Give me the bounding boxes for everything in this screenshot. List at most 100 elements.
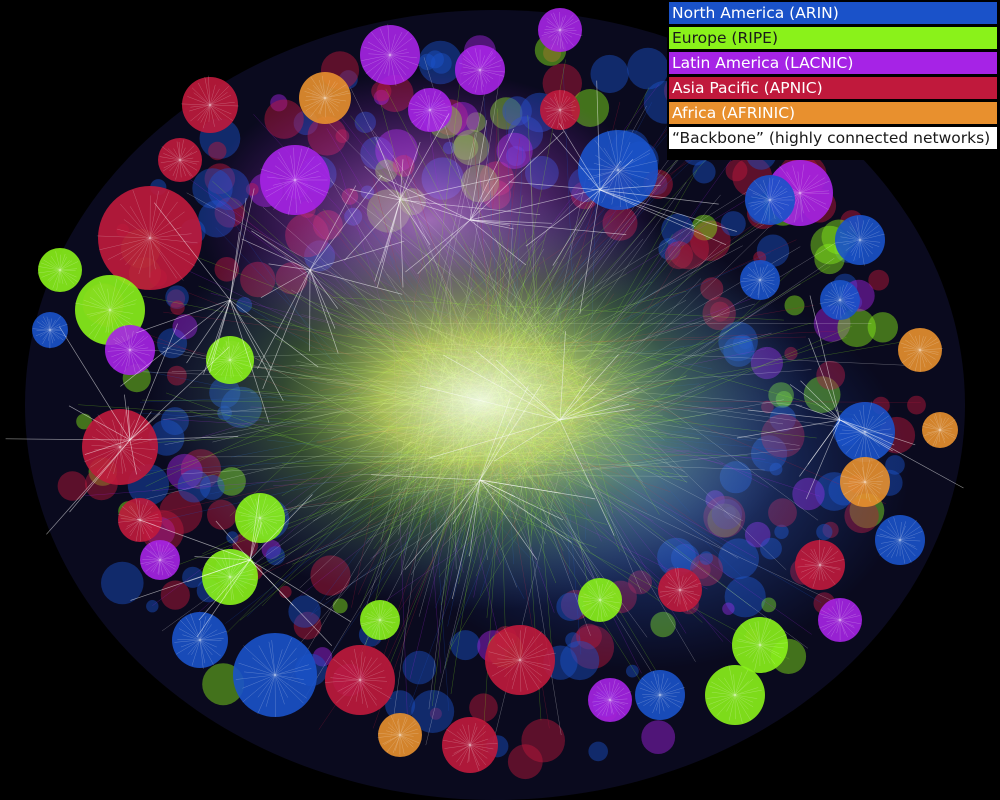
cluster-ray <box>266 179 296 198</box>
backbone-spike <box>377 199 401 288</box>
cluster-ray <box>159 557 174 561</box>
cluster-ray <box>799 190 830 194</box>
cluster-ray <box>839 285 853 301</box>
ring-fill-blob <box>627 47 669 90</box>
cluster-ray <box>190 104 211 108</box>
cluster-ray <box>605 699 611 716</box>
cluster-ray <box>324 97 347 102</box>
cluster-ray <box>229 574 254 578</box>
cluster-ray <box>199 614 213 641</box>
cluster-ray <box>242 674 276 703</box>
cluster-node <box>705 665 765 725</box>
cluster-ray <box>659 694 671 708</box>
cluster-ray <box>599 579 610 601</box>
cluster-ray <box>293 147 296 181</box>
cluster-body <box>540 90 580 130</box>
cluster-ray <box>752 192 771 201</box>
cluster-ray <box>706 694 736 699</box>
cluster-ray <box>665 574 681 591</box>
cluster-node <box>260 145 330 216</box>
cluster-ray <box>848 481 866 503</box>
cluster-body <box>820 280 860 320</box>
cluster-ray <box>752 268 761 281</box>
cluster-ray <box>159 548 175 561</box>
cluster-ray <box>367 613 381 621</box>
cluster-ray <box>277 156 296 181</box>
cluster-ray <box>859 239 870 257</box>
cluster-ray <box>318 97 326 114</box>
cluster-ray <box>84 446 121 463</box>
cluster-ray <box>49 329 68 338</box>
cluster-ray <box>652 694 661 714</box>
cluster-ray <box>294 179 309 203</box>
cluster-ray <box>679 589 694 593</box>
cluster-ray <box>149 191 169 239</box>
cluster-ray <box>899 539 906 564</box>
cluster-ray <box>107 288 111 311</box>
backbone-spike <box>452 479 481 525</box>
backbone-spike <box>839 419 964 489</box>
cluster-ray <box>554 93 561 111</box>
cluster-ray <box>559 109 565 129</box>
cluster-ray <box>389 34 396 56</box>
cluster-ray <box>899 531 923 541</box>
cluster-ray <box>49 329 60 340</box>
backbone-spike <box>374 199 401 282</box>
legend-item-north-america: North America (ARIN) <box>669 2 997 24</box>
cluster-ray <box>742 278 761 281</box>
cluster-ray <box>664 585 681 591</box>
backbone-spike <box>130 559 251 601</box>
cluster-ray <box>834 239 861 244</box>
cluster-ray <box>336 679 361 704</box>
cluster-ray <box>899 539 918 550</box>
cluster-ray <box>211 554 231 578</box>
cluster-ray <box>229 558 246 578</box>
backbone-spike <box>136 518 251 561</box>
cluster-ray <box>47 269 61 281</box>
cluster-ray <box>609 699 614 715</box>
cluster-ray <box>834 283 841 301</box>
cluster-node <box>819 280 860 320</box>
cluster-ray <box>503 627 521 661</box>
cluster-body <box>745 175 795 225</box>
cluster-ray <box>163 153 181 161</box>
cluster-ray <box>208 567 231 578</box>
cluster-ray <box>179 159 200 163</box>
cluster-ray <box>843 481 866 484</box>
cluster-ray <box>472 69 481 88</box>
cluster-ray <box>209 104 239 107</box>
cluster-ray <box>659 678 669 696</box>
cluster-ray <box>919 341 940 351</box>
cluster-ray <box>933 416 941 431</box>
cluster-ray <box>864 481 867 499</box>
backbone-spike <box>469 128 515 221</box>
cluster-ray <box>243 645 276 676</box>
cluster-ray <box>479 69 505 77</box>
backbone-spike <box>309 185 357 271</box>
ring-fill-blob <box>76 413 92 430</box>
cluster-node <box>745 175 795 225</box>
backbone-spike <box>525 189 601 247</box>
cluster-ray <box>229 576 244 597</box>
cluster-ray <box>838 423 866 433</box>
backbone-spike <box>154 202 231 301</box>
cluster-ray <box>59 260 73 271</box>
backbone-spike <box>215 520 251 561</box>
cluster-ray <box>939 417 946 431</box>
cluster-ray <box>290 155 296 181</box>
cluster-ray <box>830 619 841 637</box>
cluster-ray <box>679 582 702 591</box>
cluster-ray <box>324 97 339 107</box>
cluster-ray <box>559 29 574 46</box>
cluster-ray <box>919 337 932 351</box>
cluster-ray <box>429 109 448 118</box>
cluster-ray <box>759 267 764 281</box>
cluster-ray <box>370 602 381 621</box>
backbone-spike <box>129 436 239 441</box>
cluster-ray <box>108 309 111 333</box>
cluster-ray <box>859 218 870 241</box>
cluster-ray <box>444 744 471 749</box>
cluster-ray <box>359 651 363 681</box>
cluster-ray <box>759 644 784 649</box>
cluster-ray <box>939 429 952 432</box>
